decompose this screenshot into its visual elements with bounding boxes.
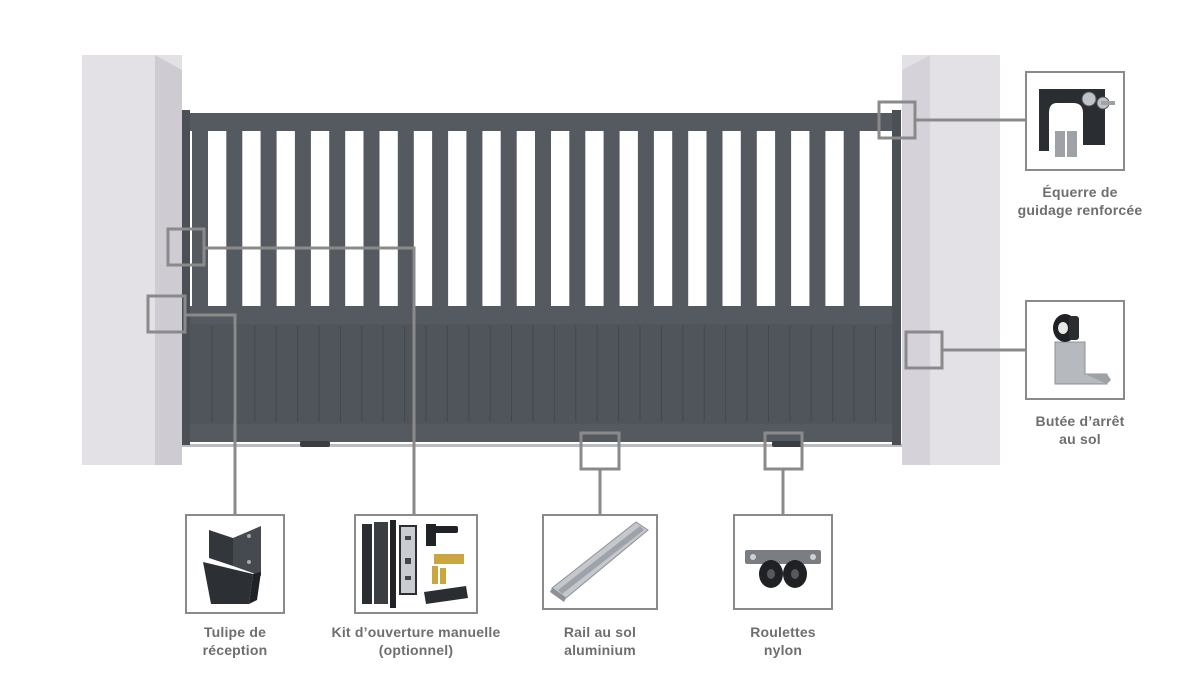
label-roulettes: Roulettes nylon bbox=[703, 623, 863, 659]
gate-picket bbox=[500, 131, 517, 306]
label-tulipe: Tulipe de réception bbox=[155, 623, 315, 659]
label-line: guidage renforcée bbox=[1017, 202, 1143, 218]
ground-line bbox=[182, 444, 902, 447]
label-line: Butée d’arrêt bbox=[1035, 413, 1125, 429]
thumb-kit bbox=[354, 514, 478, 614]
label-kit: Kit d’ouverture manuelle (optionnel) bbox=[296, 623, 536, 659]
label-butee: Butée d’arrêt au sol bbox=[1000, 412, 1160, 448]
gate-picket bbox=[397, 131, 414, 306]
nylon-wheels-icon bbox=[745, 550, 821, 588]
gate-picket bbox=[775, 131, 792, 306]
sliding-gate bbox=[182, 110, 901, 447]
thumb-tulipe bbox=[185, 514, 285, 614]
label-equerre: Équerre de guidage renforcée bbox=[1000, 183, 1160, 219]
gate-picket bbox=[192, 131, 208, 306]
gate-picket bbox=[672, 131, 689, 306]
label-line: Roulettes bbox=[750, 624, 816, 640]
gate-picket bbox=[569, 131, 586, 306]
gate-picket bbox=[226, 131, 243, 306]
label-line: aluminium bbox=[564, 642, 636, 658]
gate-picket bbox=[603, 131, 620, 306]
label-line: (optionnel) bbox=[378, 642, 454, 658]
gate-picket bbox=[466, 131, 483, 306]
label-line: Équerre de bbox=[1042, 184, 1118, 200]
gate-pickets bbox=[192, 131, 860, 306]
gate-picket bbox=[809, 131, 826, 306]
gate-picket bbox=[706, 131, 723, 306]
gate-picket bbox=[637, 131, 654, 306]
gate-panel-boards bbox=[211, 326, 876, 422]
aluminium-ground-rail-icon bbox=[550, 521, 649, 602]
callout-line-tulipe bbox=[185, 313, 237, 516]
gate-picket bbox=[363, 131, 380, 306]
receiving-tulip-icon bbox=[203, 526, 261, 604]
label-line: Rail au sol bbox=[563, 624, 637, 640]
label-line: Tulipe de bbox=[203, 624, 267, 640]
label-line: nylon bbox=[763, 642, 803, 658]
label-rail: Rail au sol aluminium bbox=[520, 623, 680, 659]
thumb-rail bbox=[542, 514, 658, 610]
gate-picket bbox=[843, 131, 860, 306]
label-line: réception bbox=[202, 642, 268, 658]
gate-picket bbox=[329, 131, 346, 306]
label-line: Kit d’ouverture manuelle bbox=[331, 624, 501, 640]
thumb-equerre bbox=[1025, 71, 1125, 171]
callouts bbox=[146, 100, 1027, 516]
callout-line-kit bbox=[204, 246, 416, 516]
gate-picket bbox=[294, 131, 311, 306]
right-pillar bbox=[902, 55, 1000, 465]
gate-picket bbox=[260, 131, 277, 306]
gate-picket bbox=[740, 131, 757, 306]
gate-picket bbox=[535, 131, 551, 306]
thumb-roulettes bbox=[733, 514, 833, 610]
gate-picket bbox=[432, 131, 449, 306]
label-line: au sol bbox=[1059, 431, 1101, 447]
guide-bracket-icon bbox=[1039, 89, 1115, 157]
ground-stop-icon bbox=[1053, 314, 1111, 385]
thumb-butee bbox=[1025, 300, 1125, 400]
manual-opening-kit-icon bbox=[362, 520, 468, 608]
